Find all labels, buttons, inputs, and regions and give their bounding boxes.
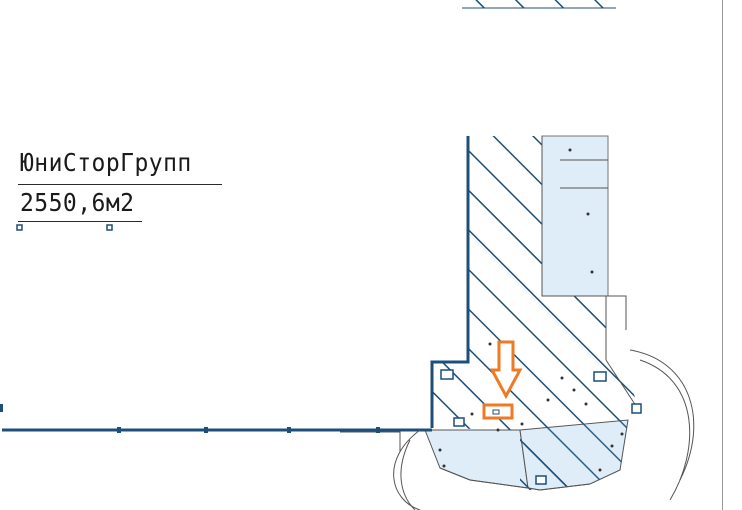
column-markers (16, 224, 642, 485)
thin-walls (340, 136, 695, 510)
highlight-box (482, 403, 514, 420)
highlight-arrow (489, 340, 523, 400)
tenant-hatched-area (432, 136, 640, 490)
survey-points (438, 148, 624, 472)
top-hatched-strip (462, 0, 616, 9)
area-underline (18, 221, 142, 222)
tenant-outline (2, 136, 470, 432)
tenant-name-label: ЮниСторГрупп (20, 148, 192, 177)
wall-ticks (0, 404, 380, 433)
page-border-right (722, 0, 723, 510)
tenant-hatched-area-lower (520, 420, 628, 490)
area-label: 2550,6м2 (20, 188, 135, 217)
tenant-name-underline (18, 184, 222, 185)
